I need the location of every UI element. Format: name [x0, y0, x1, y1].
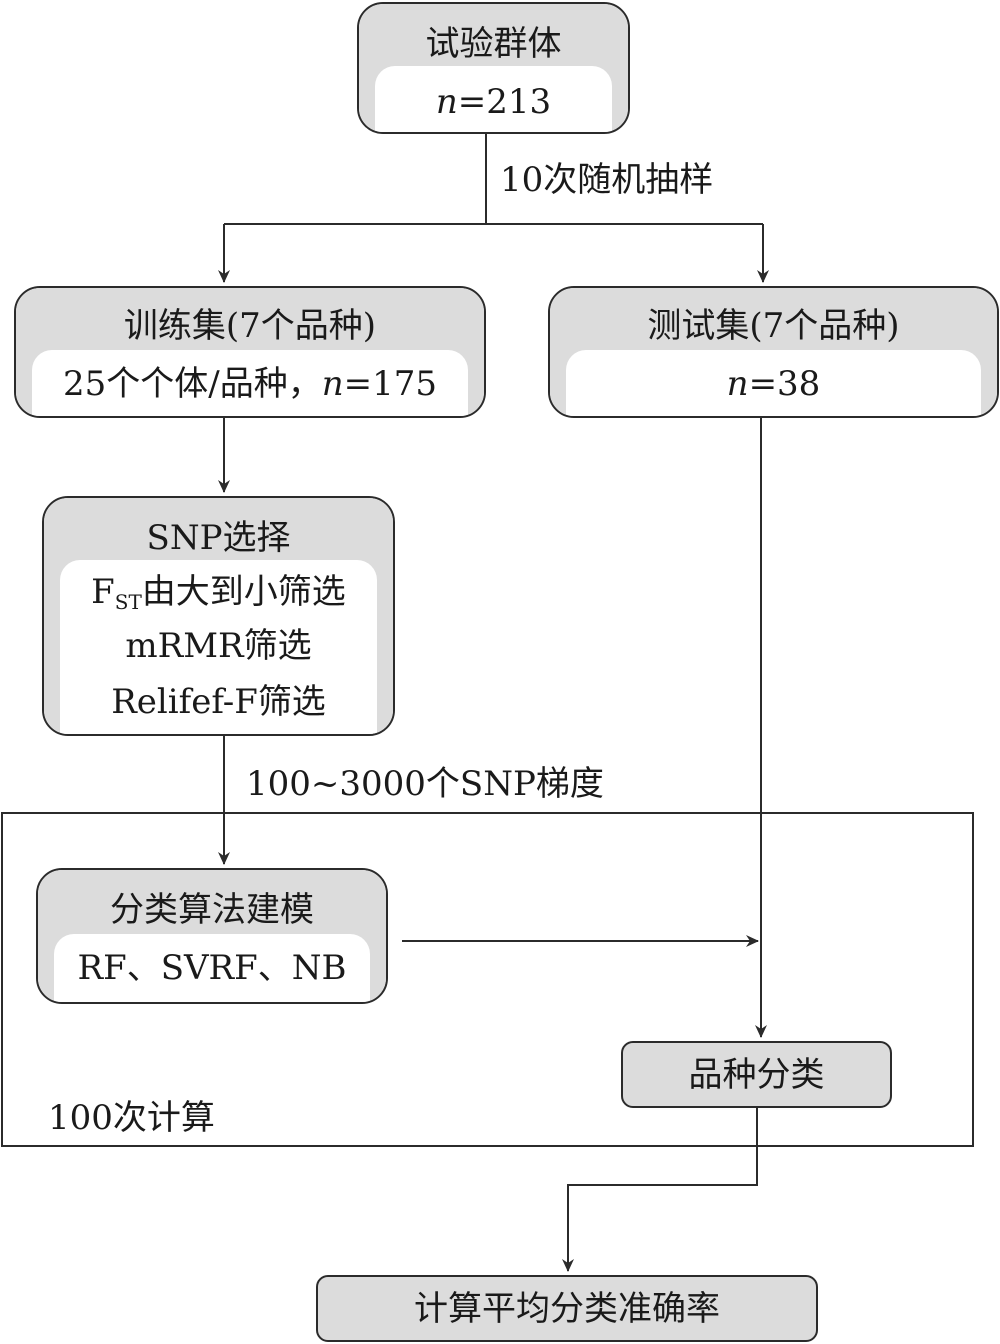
node-test-count: n=38	[726, 364, 821, 404]
loop-label: 100次计算	[48, 1098, 215, 1138]
node-accuracy: 计算平均分类准确率	[316, 1275, 818, 1342]
node-training-title: 训练集(7个品种)	[123, 306, 377, 346]
node-population-title: 试验群体	[425, 24, 562, 64]
node-test-title: 测试集(7个品种)	[647, 306, 900, 346]
edge-classify-accuracy	[562, 1108, 758, 1272]
node-snp-selection: SNP选择 FST由大到小筛选 mRMR筛选 Relifef-F筛选	[42, 496, 395, 736]
node-classify-title: 品种分类	[688, 1055, 825, 1095]
node-test: 测试集(7个品种) n=38	[548, 286, 999, 418]
node-snp-mrmr: mRMR筛选	[125, 626, 312, 666]
node-population-count: n=213	[435, 82, 552, 122]
node-training: 训练集(7个品种) 25个个体/品种，n=175	[14, 286, 486, 418]
node-snp-fst: FST由大到小筛选	[91, 572, 346, 614]
node-population: 试验群体 n=213	[357, 2, 630, 134]
node-model-detail: RF、SVRF、NB	[77, 948, 347, 988]
sampling-label: 10次随机抽样	[500, 160, 714, 200]
edge-population-split	[224, 134, 763, 225]
node-model-title: 分类算法建模	[110, 890, 314, 930]
gradient-label: 100~3000个SNP梯度	[246, 764, 604, 804]
node-snp-title: SNP选择	[146, 518, 291, 558]
node-model: 分类算法建模 RF、SVRF、NB	[36, 868, 388, 1004]
node-accuracy-title: 计算平均分类准确率	[414, 1289, 720, 1329]
loop-frame	[1, 812, 974, 1147]
node-classify: 品种分类	[621, 1041, 892, 1108]
node-training-detail: 25个个体/品种，n=175	[62, 364, 437, 404]
node-snp-relief: Relifef-F筛选	[111, 682, 326, 722]
